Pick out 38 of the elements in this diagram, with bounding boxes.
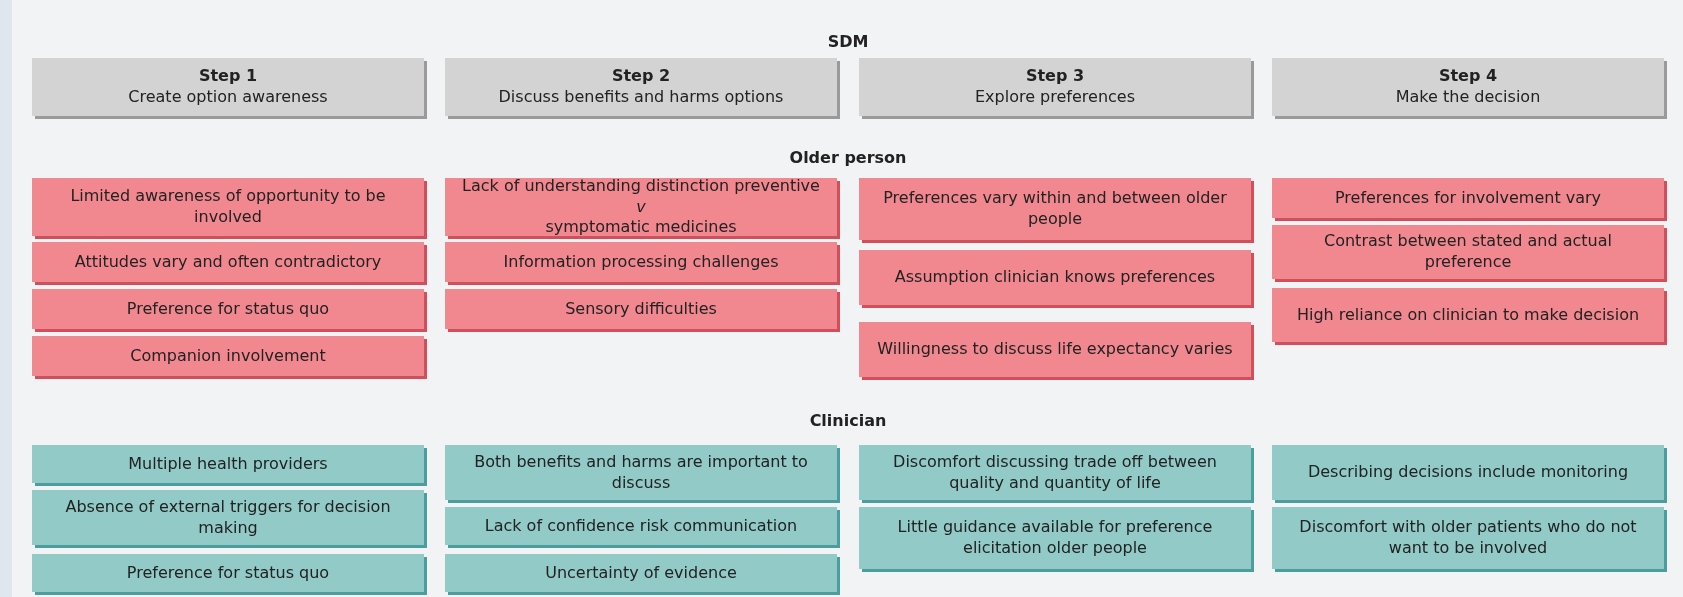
clinician-card: Describing decisions include monitoring — [1272, 445, 1664, 500]
older-person-card: Assumption clinician knows preferences — [859, 250, 1251, 305]
step-title: Make the decision — [1395, 87, 1541, 108]
clinician-card: Both benefits and harms are important to discuss — [445, 445, 837, 500]
step-number: Step 1 — [198, 66, 258, 87]
section-heading: Older person — [789, 148, 907, 167]
section-heading: Clinician — [809, 411, 887, 430]
older-person-card: Lack of understanding distinction preventive v symptomatic medicines — [445, 178, 837, 236]
clinician-card: Uncertainty of evidence — [445, 554, 837, 592]
step-title: Explore preferences — [975, 87, 1135, 108]
step-title: Discuss benefits and harms options — [498, 87, 784, 108]
older-person-card: Contrast between stated and actual preference — [1272, 225, 1664, 279]
clinician-card: Lack of confidence risk communication — [445, 507, 837, 545]
older-person-card: Sensory difficulties — [445, 289, 837, 329]
older-person-card: Attitudes vary and often contradictory — [32, 242, 424, 282]
older-person-card: High reliance on clinician to make decision — [1272, 288, 1664, 342]
step-title: Create option awareness — [128, 87, 328, 108]
step-number: Step 4 — [1438, 66, 1498, 87]
clinician-card: Multiple health providers — [32, 445, 424, 483]
clinician-card: Discomfort with older patients who do not want to be involved — [1272, 507, 1664, 569]
older-person-card: Preferences vary within and between older people — [859, 178, 1251, 240]
older-person-card: Willingness to discuss life expectancy varies — [859, 322, 1251, 377]
step-number: Step 2 — [611, 66, 671, 87]
step-box — [445, 58, 837, 116]
clinician-card: Preference for status quo — [32, 554, 424, 592]
older-person-card: Information processing challenges — [445, 242, 837, 282]
section-heading: SDM — [827, 32, 869, 51]
older-person-card: Limited awareness of opportunity to be involved — [32, 178, 424, 236]
older-person-card: Companion involvement — [32, 336, 424, 376]
clinician-card: Absence of external triggers for decision making — [32, 490, 424, 545]
step-box — [1272, 58, 1664, 116]
older-person-card: Preferences for involvement vary — [1272, 178, 1664, 218]
step-number: Step 3 — [1025, 66, 1085, 87]
older-person-card: Preference for status quo — [32, 289, 424, 329]
step-box — [32, 58, 424, 116]
clinician-card: Discomfort discussing trade off between quality and quantity of life — [859, 445, 1251, 500]
clinician-card: Little guidance available for preference elicitation older people — [859, 507, 1251, 569]
step-box — [859, 58, 1251, 116]
